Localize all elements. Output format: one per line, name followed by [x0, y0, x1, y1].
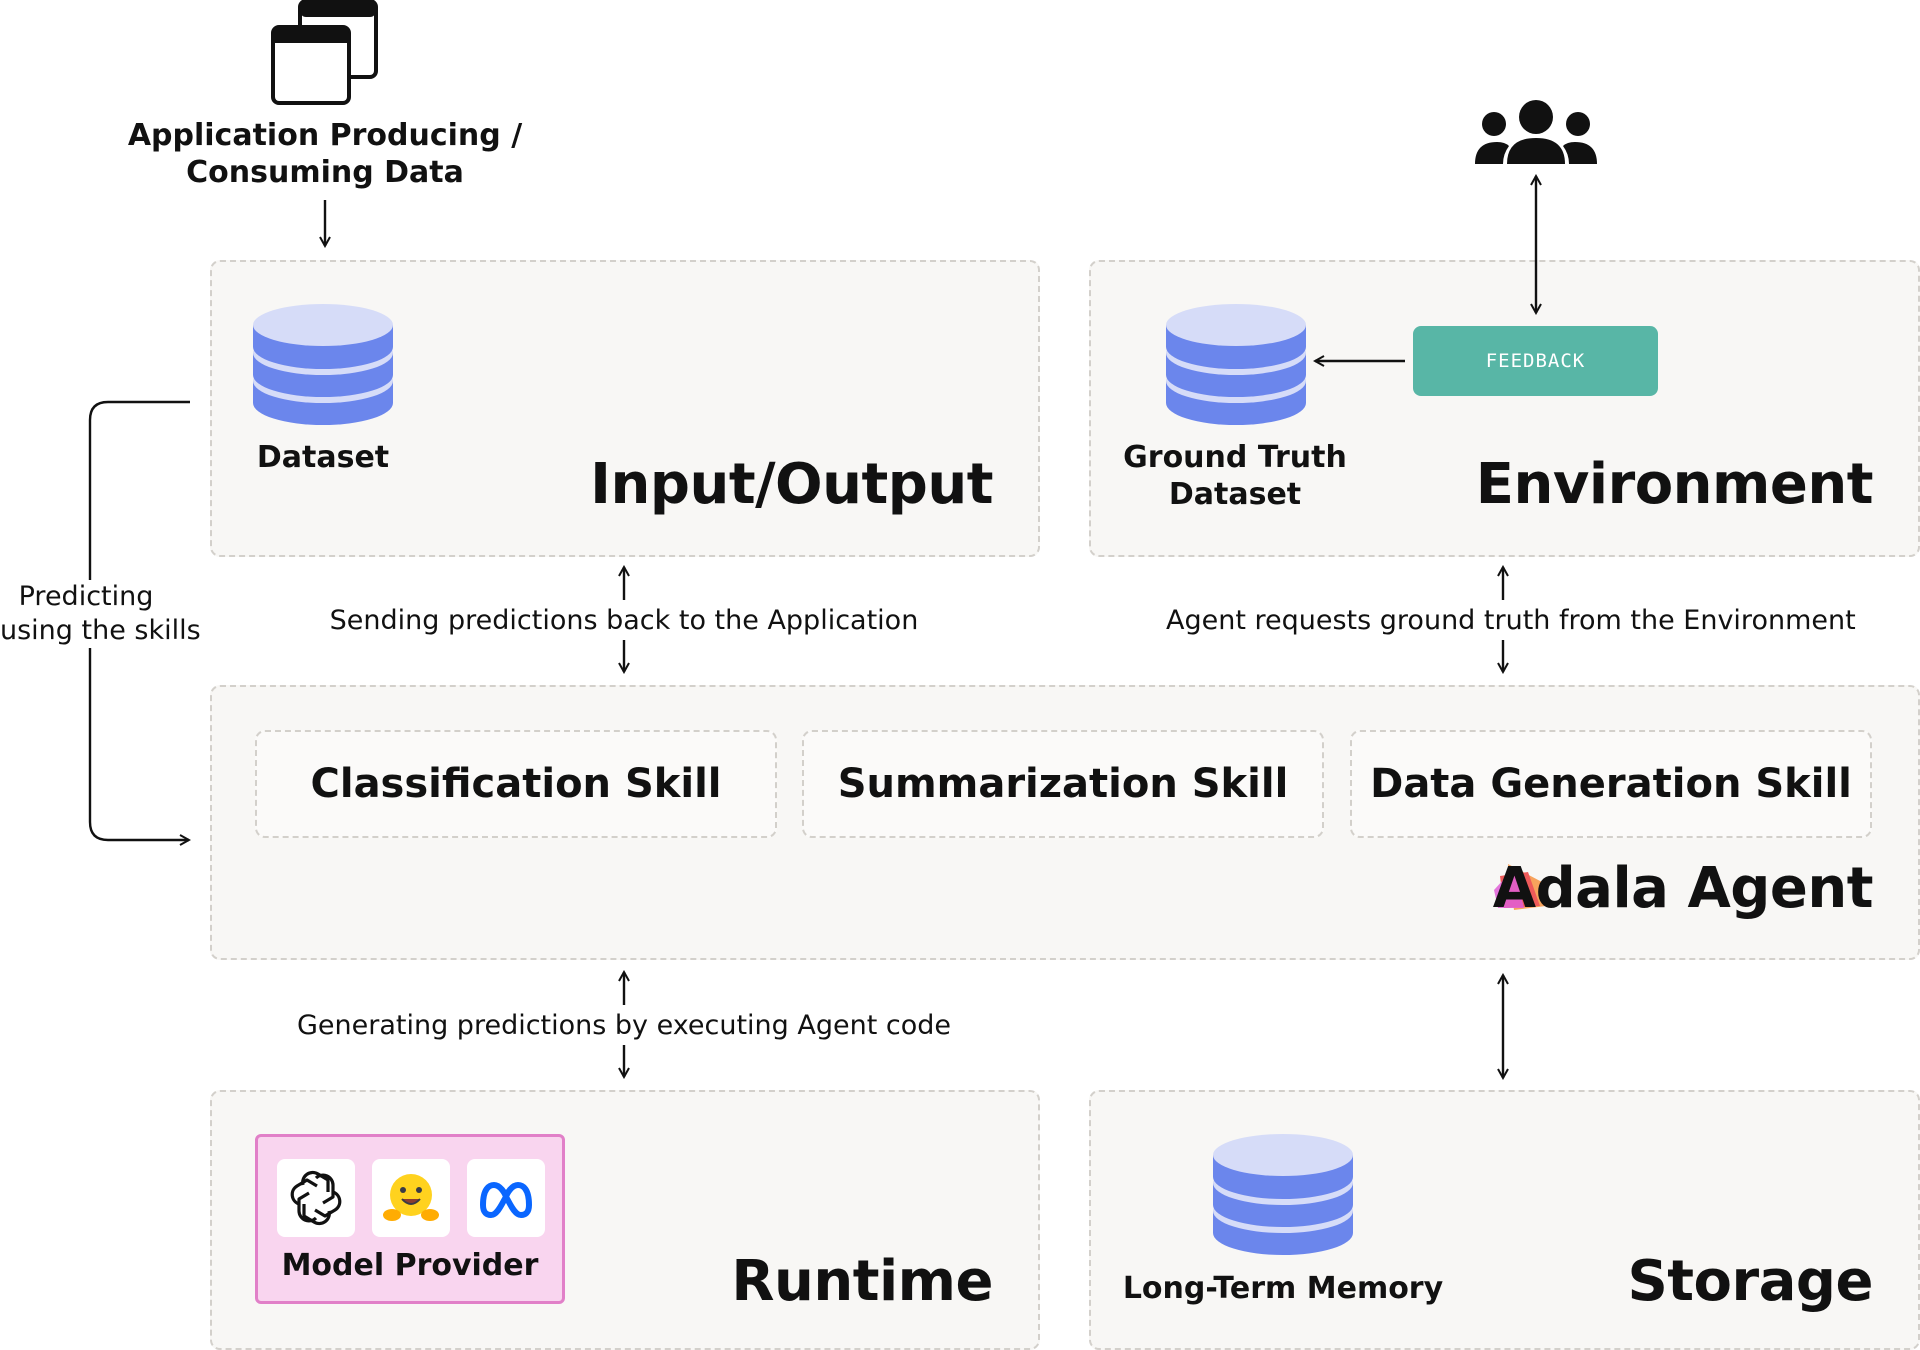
huggingface-tile — [372, 1159, 450, 1237]
dataset-label: Dataset — [256, 440, 390, 475]
application-label: Application Producing / Consuming Data — [127, 118, 523, 190]
predicting-label: Predicting using the skills — [0, 580, 201, 648]
generating-label: Generating predictions by executing Agen… — [280, 1009, 968, 1043]
openai-icon — [290, 1170, 342, 1226]
ground-truth-label: Ground Truth Dataset — [1123, 440, 1347, 512]
huggingface-icon — [383, 1174, 439, 1221]
environment-title: Environment — [1475, 452, 1874, 517]
data-generation-skill: Data Generation Skill — [1350, 730, 1872, 838]
meta-tile — [467, 1159, 545, 1237]
database-icon — [253, 304, 393, 425]
users-icon — [1475, 100, 1597, 164]
agent-requests-label: Agent requests ground truth from the Env… — [1160, 604, 1862, 638]
classification-skill: Classification Skill — [255, 730, 777, 838]
openai-tile — [277, 1159, 355, 1237]
runtime-title: Runtime — [731, 1249, 993, 1314]
summarization-skill: Summarization Skill — [802, 730, 1324, 838]
meta-icon — [480, 1182, 532, 1218]
adala-agent-title: Adala Agent — [1492, 856, 1874, 921]
input-output-title: Input/Output — [590, 452, 993, 517]
model-provider-label: Model Provider — [281, 1248, 539, 1283]
windows-icon — [271, 0, 378, 105]
storage-title: Storage — [1627, 1249, 1873, 1314]
memory-database-icon — [1213, 1134, 1353, 1255]
adala-logo-icon — [1494, 864, 1546, 910]
model-provider-box: Model Provider — [255, 1134, 565, 1304]
feedback-button[interactable]: FEEDBACK — [1413, 326, 1658, 396]
send-predictions-label: Sending predictions back to the Applicat… — [310, 604, 938, 638]
long-term-memory-label: Long-Term Memory — [1122, 1271, 1444, 1306]
ground-truth-database-icon — [1166, 304, 1306, 425]
